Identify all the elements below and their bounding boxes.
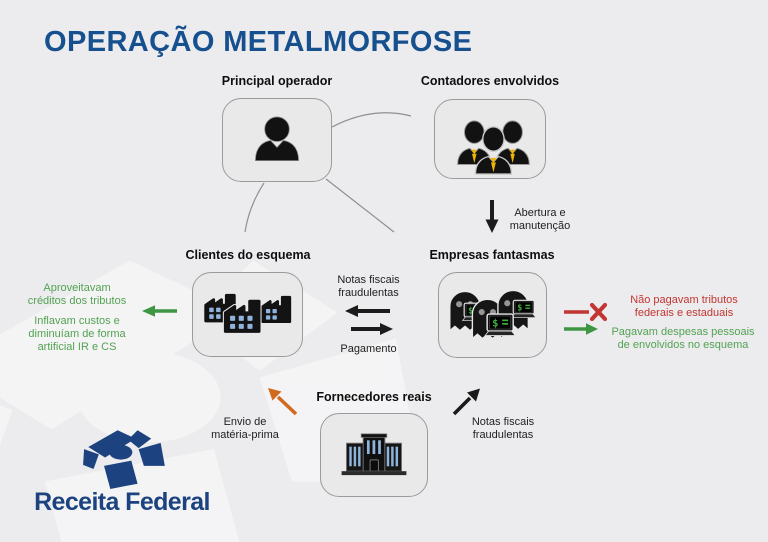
- edge-label-envio-materia-prima: Envio de matéria-prima: [211, 416, 279, 441]
- edge-label-notas-fiscais: Notas fiscais fraudulentas: [337, 274, 400, 299]
- receita-federal-logo-icon: [83, 430, 165, 489]
- people-group-icon: [457, 120, 530, 175]
- person-icon: [255, 116, 299, 162]
- annotation-inflavam-custos: Inflavam custos e diminuíam de forma art…: [28, 315, 126, 354]
- arrow-pagamento-right: [351, 323, 393, 335]
- page-title: OPERAÇÃO METALMORFOSE: [44, 26, 473, 58]
- annotation-nao-pagavam-tributos: Não pagavam tributos federais e estaduai…: [630, 294, 738, 320]
- ghosts-laptops-icon: $ $: [449, 289, 537, 341]
- factories-icon: [204, 293, 292, 334]
- arrow-nao-pagavam-tributos: [564, 302, 608, 322]
- edge-label-abertura-manutencao: Abertura e manutenção: [509, 207, 571, 232]
- connector-principal-clientes: [244, 182, 265, 233]
- node-fornecedores-reais: [320, 413, 428, 497]
- annotation-aproveitavam-creditos: Aproveitavam créditos dos tributos: [27, 282, 127, 308]
- node-empresas-fantasmas: $ $: [438, 272, 547, 358]
- label-fornecedores-reais: Fornecedores reais: [316, 390, 432, 404]
- connector-principal-contadores: [331, 112, 412, 128]
- edge-label-pagamento: Pagamento: [340, 343, 397, 355]
- arrow-notas-fiscais-left: [345, 305, 390, 317]
- connector-principal-empresas: [325, 178, 395, 233]
- label-contadores-envolvidos: Contadores envolvidos: [420, 74, 560, 88]
- label-empresas-fantasmas: Empresas fantasmas: [429, 248, 555, 262]
- dollar-glyph: $: [492, 318, 498, 330]
- dollar-glyph: $: [517, 302, 522, 312]
- arrow-pagavam-despesas: [564, 323, 598, 335]
- arrow-abertura-manutencao: [485, 200, 499, 233]
- dollar-glyph: $: [468, 305, 473, 315]
- blocked-x-mark: [589, 302, 608, 322]
- node-clientes-do-esquema: [192, 272, 303, 357]
- laptop-icon: $: [510, 299, 537, 318]
- node-contadores-envolvidos: [434, 99, 546, 179]
- annotation-pagavam-despesas: Pagavam despesas pessoais de envolvidos …: [611, 326, 755, 352]
- arrow-beneficios-clientes: [142, 305, 177, 317]
- building-icon: [341, 433, 407, 476]
- label-clientes-do-esquema: Clientes do esquema: [185, 248, 311, 262]
- label-principal-operador: Principal operador: [221, 74, 333, 88]
- receita-federal-wordmark: Receita Federal: [34, 488, 210, 516]
- edge-label-notas-fiscais-fornecedores: Notas fiscais fraudulentas: [471, 416, 535, 441]
- node-principal-operador: [222, 98, 332, 182]
- laptop-icon: $: [484, 313, 516, 336]
